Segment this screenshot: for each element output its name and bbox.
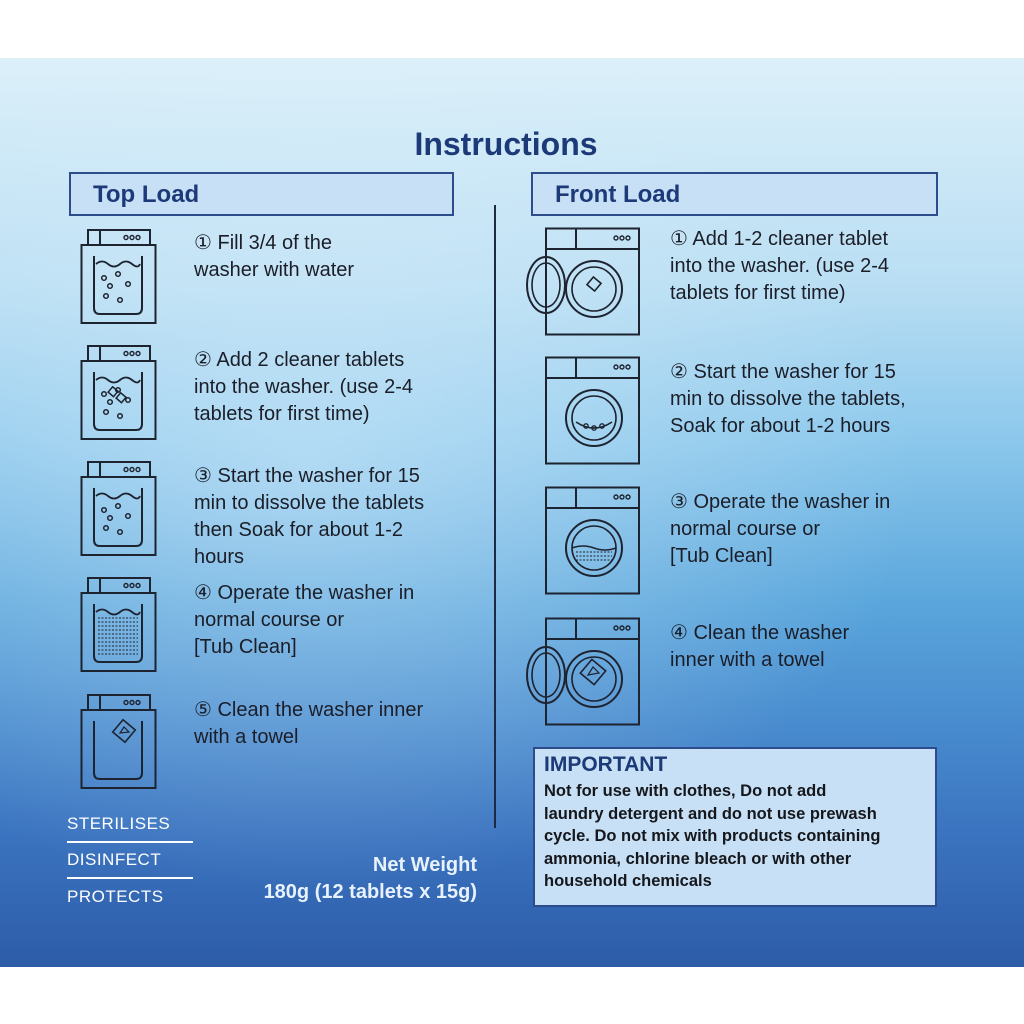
step-text-line: tablets for first time) (194, 403, 370, 425)
front-load-step-3: ③ Operate the washer in normal course or [… (670, 489, 890, 570)
claim-disinfect: DISINFECT (67, 850, 162, 869)
step-text-line: hours (194, 546, 245, 568)
step-text-line: tablets for first time) (670, 282, 846, 304)
front-load-step-4: ④ Clean the washer inner with a towel (670, 620, 849, 674)
step-text-line: washer with water (194, 259, 355, 281)
important-line: ammonia, chlorine bleach or with other (544, 849, 852, 868)
top-load-washer-water-icon (80, 228, 158, 326)
important-notice: IMPORTANT Not for use with clothes, Do n… (533, 747, 937, 907)
step-text-line: ④ Operate the washer in (194, 582, 415, 604)
front-load-washer-dissolve-icon (526, 356, 642, 466)
claim-sterilises: STERILISES (67, 814, 171, 833)
front-load-header: Front Load (531, 172, 938, 216)
step-text-line: into the washer. (use 2-4 (670, 255, 890, 277)
step-text-line: [Tub Clean] (194, 636, 297, 658)
step-text-line: into the washer. (use 2-4 (194, 376, 414, 398)
step-text-line: [Tub Clean] (670, 545, 773, 567)
step-text-line: ② Add 2 cleaner tablets (194, 349, 405, 371)
step-text-line: ③ Start the washer for 15 (194, 465, 420, 487)
front-load-washer-tablet-icon (526, 227, 642, 337)
step-text-line: min to dissolve the tablets, (670, 388, 906, 410)
top-load-step-2: ② Add 2 cleaner tablets into the washer. … (194, 347, 413, 428)
important-title: IMPORTANT (544, 753, 668, 776)
net-weight-value: 180g (12 tablets x 15g) (263, 881, 477, 903)
claim-divider (67, 877, 193, 879)
net-weight-label: Net Weight (372, 854, 477, 876)
step-text-line: inner with a towel (670, 649, 825, 671)
top-load-washer-tablets-icon (80, 344, 158, 442)
important-line: household chemicals (544, 872, 712, 890)
step-text-line: normal course or (194, 609, 345, 631)
important-line: cycle. Do not mix with products containi… (544, 827, 881, 845)
important-body: Not for use with clothes, Do not add lau… (544, 780, 935, 893)
step-text-line: normal course or (670, 518, 821, 540)
top-load-step-4: ④ Operate the washer in normal course or [… (194, 580, 414, 661)
top-load-washer-operate-icon (80, 576, 158, 674)
step-text-line: ③ Operate the washer in (670, 491, 891, 513)
step-text-line: ① Fill 3/4 of the (194, 232, 332, 254)
step-text-line: then Soak for about 1-2 (194, 519, 404, 541)
top-load-step-3: ③ Start the washer for 15 min to dissolve… (194, 463, 424, 571)
top-load-step-1: ① Fill 3/4 of the washer with water (194, 230, 354, 284)
top-load-washer-dissolve-icon (80, 460, 158, 558)
top-load-header: Top Load (69, 172, 454, 216)
front-load-washer-operate-icon (526, 486, 642, 596)
step-text-line: min to dissolve the tablets (194, 492, 425, 514)
step-text-line: ④ Clean the washer (670, 622, 850, 644)
page-title: Instructions (414, 126, 598, 162)
step-text-line: Soak for about 1-2 hours (670, 415, 891, 437)
important-line: Not for use with clothes, Do not add (544, 782, 827, 800)
top-load-washer-towel-icon (80, 693, 158, 791)
front-load-step-2: ② Start the washer for 15 min to dissolve… (670, 359, 906, 440)
column-divider (494, 205, 496, 828)
claim-divider (67, 841, 193, 843)
step-text-line: ② Start the washer for 15 (670, 361, 896, 383)
claim-protects: PROTECTS (67, 887, 164, 906)
top-load-step-5: ⑤ Clean the washer inner with a towel (194, 697, 423, 751)
step-text-line: ⑤ Clean the washer inner (194, 699, 424, 721)
front-load-step-1: ① Add 1-2 cleaner tablet into the washer.… (670, 226, 889, 307)
step-text-line: with a towel (194, 726, 299, 748)
front-load-washer-towel-icon (526, 617, 642, 727)
important-line: laundry detergent and do not use prewash (544, 804, 877, 823)
step-text-line: ① Add 1-2 cleaner tablet (670, 228, 889, 250)
